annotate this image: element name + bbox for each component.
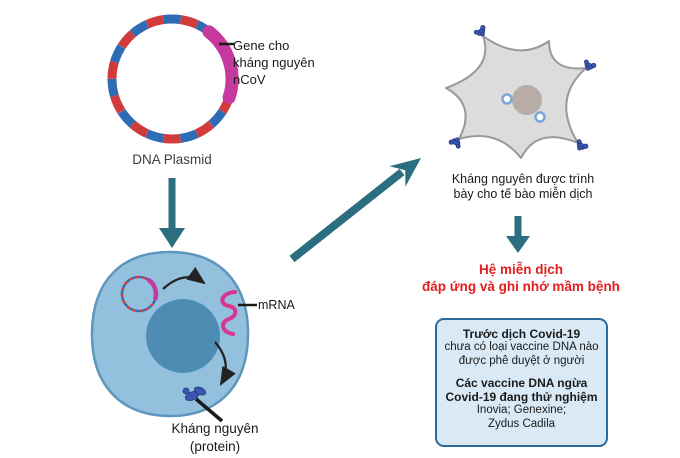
down-arrow-to-immune-response-icon: [506, 216, 530, 253]
dendritic-cell-icon: [445, 24, 598, 159]
mrna-label: mRNA: [258, 298, 295, 312]
info-box-line: chưa có loại vaccine DNA nào: [444, 341, 599, 353]
mrna-squiggle-icon: [220, 290, 238, 336]
antigen-protein-icon: [182, 386, 207, 401]
info-box-line: Zydus Cadila: [487, 417, 556, 430]
down-arrow-plasmid-to-cell-icon: [159, 178, 185, 248]
diagonal-arrow-icon: [289, 158, 421, 263]
mini-plasmid-icon: [120, 275, 159, 313]
info-box-line: Các vaccine DNA ngừa: [455, 376, 588, 390]
presented-antigen-icon: [472, 24, 490, 40]
dna-plasmid-icon: [107, 14, 239, 144]
info-box-line: được phê duyệt ở người: [458, 354, 585, 367]
cell-nucleus: [146, 299, 220, 373]
antigen-pointer-line: [194, 397, 224, 423]
immune-response-text: Hệ miễn dịch đáp ứng và ghi nhớ mầm bệnh: [422, 262, 620, 294]
cell-icon: [90, 250, 257, 423]
info-box-line: Covid-19 đang thử nghiệm: [445, 390, 598, 404]
gene-segment: [202, 25, 239, 104]
dendritic-nucleus: [512, 85, 542, 115]
covid-dna-vaccine-info-box: Trước dịch Covid-19 chưa có loại vaccine…: [435, 318, 608, 447]
vesicle: [534, 111, 546, 123]
translation-arrow-icon: [214, 341, 236, 386]
dna-plasmid-label: DNA Plasmid: [132, 152, 212, 167]
transcription-arrow-icon: [162, 267, 206, 290]
vesicle: [501, 93, 513, 105]
antigen-protein-label: Kháng nguyên (protein): [171, 421, 259, 454]
dendritic-cell-caption: Kháng nguyên được trình bày cho tế bào m…: [451, 172, 595, 201]
info-box-line: Trước dịch Covid-19: [462, 327, 581, 341]
info-box-line: Inovia; Genexine;: [476, 404, 567, 416]
gene-antigen-label: Gene cho kháng nguyên nCoV: [233, 38, 315, 87]
